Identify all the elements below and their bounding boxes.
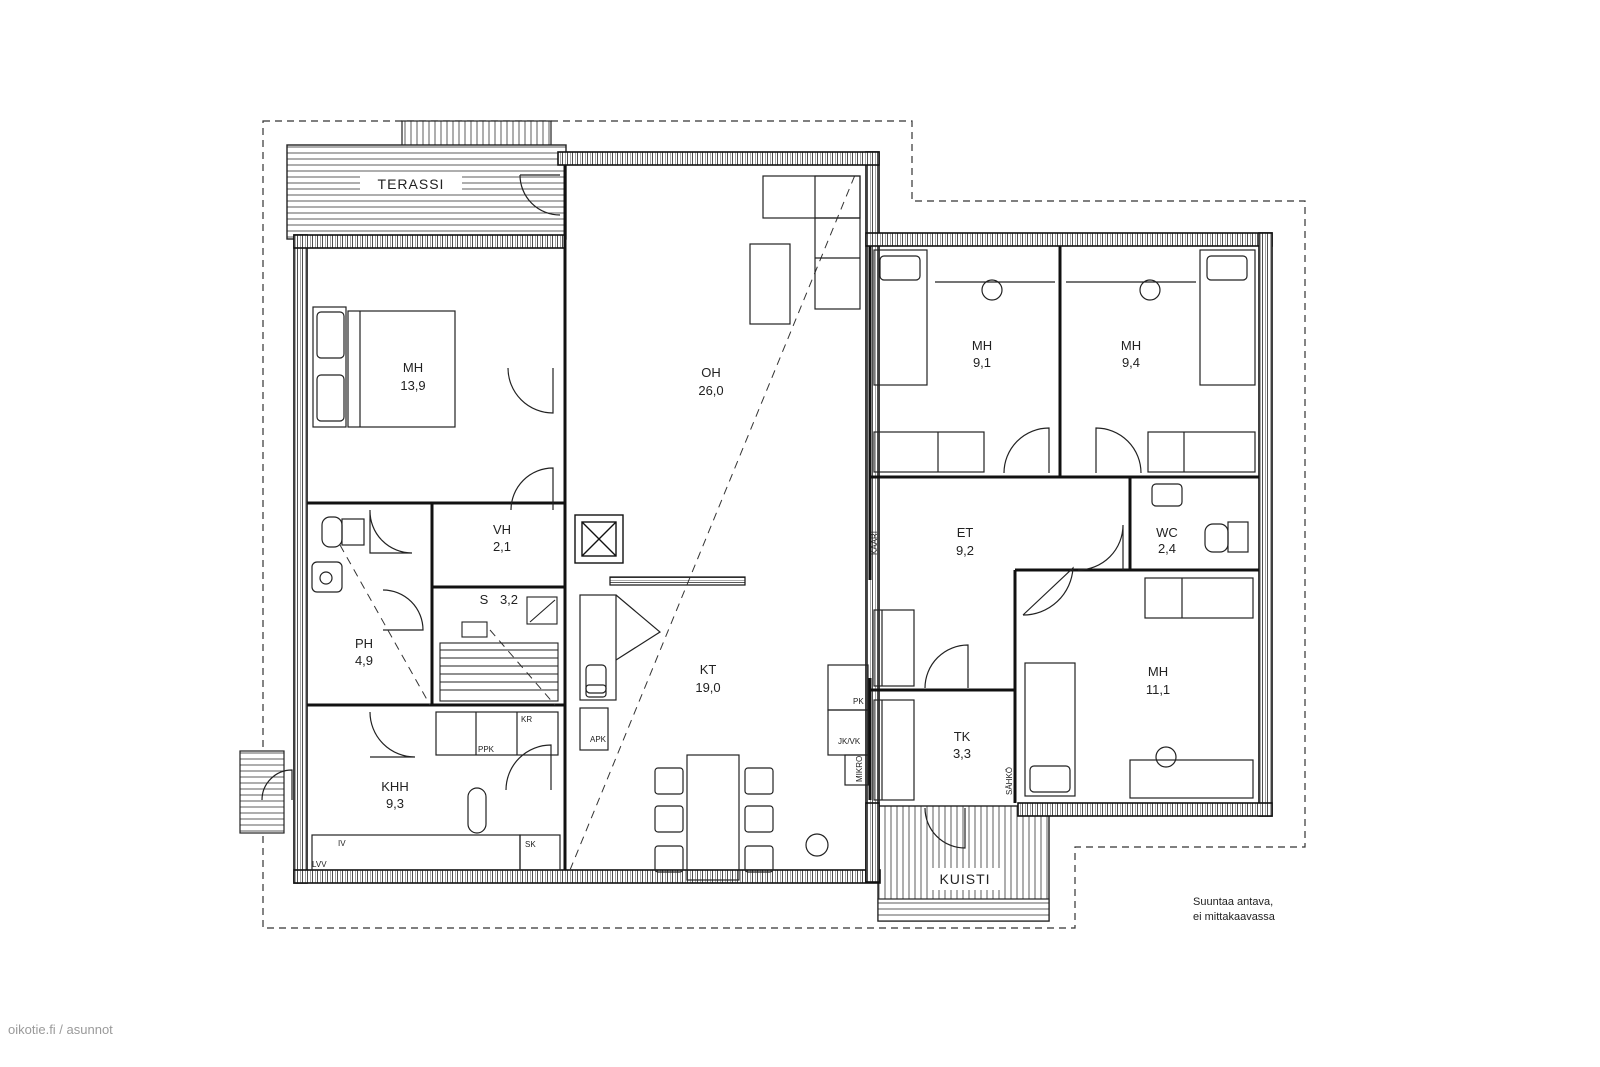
room-kt-name: KT [700, 662, 717, 677]
terrace-label: TERASSI [378, 176, 445, 192]
room-mh-b-area: 9,4 [1122, 355, 1140, 370]
utility-cabinets [311, 711, 561, 871]
room-vh-name: VH [493, 522, 511, 537]
room-ph-area: 4,9 [355, 653, 373, 668]
room-mh-b-name: MH [1121, 338, 1141, 353]
bathroom-fixtures [311, 483, 1249, 593]
hall-closets [873, 609, 915, 801]
label-sk: SK [525, 840, 536, 849]
side-step [239, 750, 285, 834]
room-mh-master-name: MH [403, 360, 423, 375]
disclaimer-line-2: ei mittakaavassa [1193, 911, 1275, 923]
disclaimer-note: Suuntaa antava, ei mittakaavassa [1193, 895, 1275, 925]
kitchen-fixtures [579, 594, 869, 786]
dining-set [654, 754, 829, 881]
label-iv: IV [338, 839, 346, 848]
room-vh-area: 2,1 [493, 539, 511, 554]
room-labels: MH 13,9 OH 26,0 VH 2,1 S 3,2 PH 4,9 KHH … [355, 338, 1178, 811]
label-kr: KR [521, 715, 532, 724]
room-mh-c-area: 11,1 [1146, 682, 1170, 697]
terrace: TERASSI [286, 120, 567, 240]
label-apk: APK [590, 735, 607, 744]
porch: KUISTI [877, 805, 1050, 922]
room-ph-name: PH [355, 636, 373, 651]
room-tk-area: 3,3 [953, 746, 971, 761]
room-khh-area: 9,3 [386, 796, 404, 811]
room-et-name: ET [957, 525, 974, 540]
kitchen-partition [609, 576, 746, 586]
fixture-labels: KAARI SÄHKÖ MIKRO PK JK/VK APK PPK KR IV… [312, 531, 1014, 869]
exterior-walls [293, 151, 1273, 884]
room-oh-name: OH [701, 365, 721, 380]
room-et-area: 9,2 [956, 543, 974, 558]
label-ppk: PPK [478, 745, 495, 754]
room-s-name: S [480, 592, 489, 607]
label-kaari: KAARI [870, 531, 879, 555]
room-tk-name: TK [954, 729, 971, 744]
porch-label: KUISTI [939, 871, 990, 887]
room-mh-c-name: MH [1148, 664, 1168, 679]
label-pk: PK [853, 697, 864, 706]
interior-walls [307, 165, 1259, 870]
room-kt-area: 19,0 [695, 680, 720, 695]
label-sahko: SÄHKÖ [1005, 767, 1014, 795]
room-mh-master-area: 13,9 [400, 378, 425, 393]
master-bedroom-furniture [312, 306, 456, 428]
room-mh-a-area: 9,1 [973, 355, 991, 370]
label-lvv: LVV [312, 860, 327, 869]
label-mikro: MIKRO [855, 756, 864, 782]
room-s-area: 3,2 [500, 592, 518, 607]
room-wc-area: 2,4 [1158, 541, 1176, 556]
room-mh-a-name: MH [972, 338, 992, 353]
bedroom-c-furniture [1024, 577, 1254, 799]
doors [261, 174, 1142, 849]
bedroom-b-furniture [1066, 249, 1256, 473]
sauna-furniture [439, 596, 559, 702]
room-khh-name: KHH [381, 779, 408, 794]
roof-outline [262, 120, 1306, 929]
room-oh-area: 26,0 [698, 383, 723, 398]
label-jkvk: JK/VK [838, 737, 861, 746]
watermark: oikotie.fi / asunnot [8, 1022, 113, 1037]
disclaimer-line-1: Suuntaa antava, [1193, 896, 1274, 908]
bedroom-a-furniture [873, 249, 1055, 473]
living-room-furniture [749, 175, 861, 325]
room-wc-name: WC [1156, 525, 1178, 540]
fireplace [574, 514, 624, 564]
